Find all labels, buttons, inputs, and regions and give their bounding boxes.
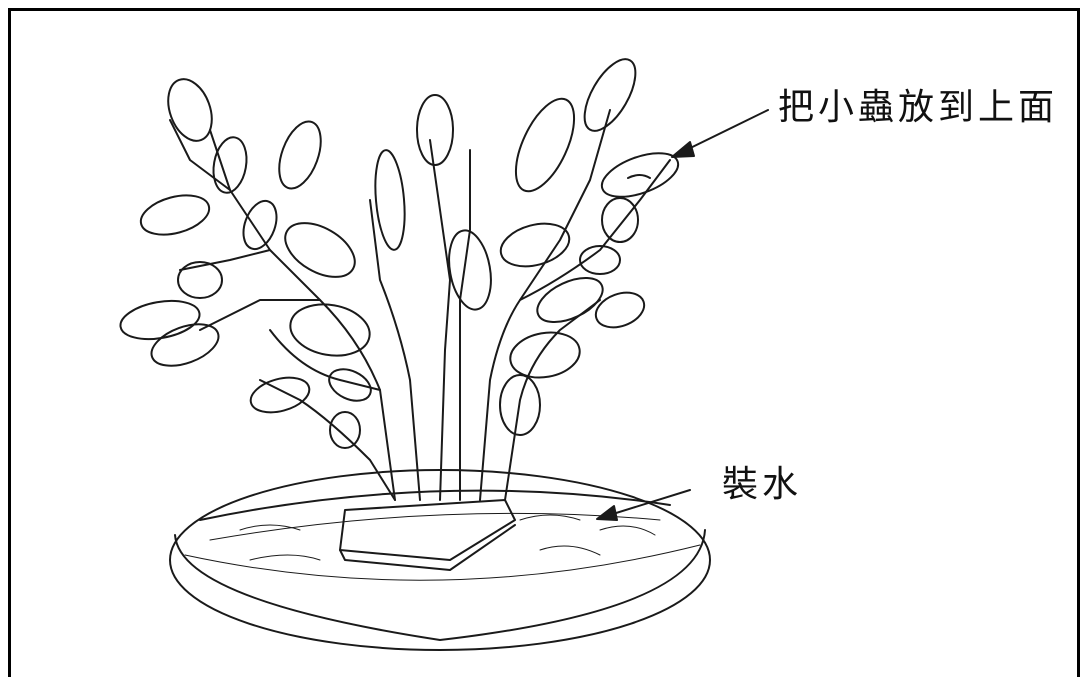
frame-right-border	[1077, 8, 1080, 677]
water-label: 裝水	[722, 464, 803, 505]
frame-left-border	[8, 8, 11, 677]
pointer-arrows	[596, 109, 769, 521]
stems	[169, 109, 671, 501]
leaves	[119, 58, 680, 449]
bug-mark	[627, 174, 651, 179]
sponge-block	[339, 499, 516, 571]
frame-top-border	[8, 8, 1080, 11]
bug-placement-label: 把小蟲放到上面	[778, 87, 1059, 128]
